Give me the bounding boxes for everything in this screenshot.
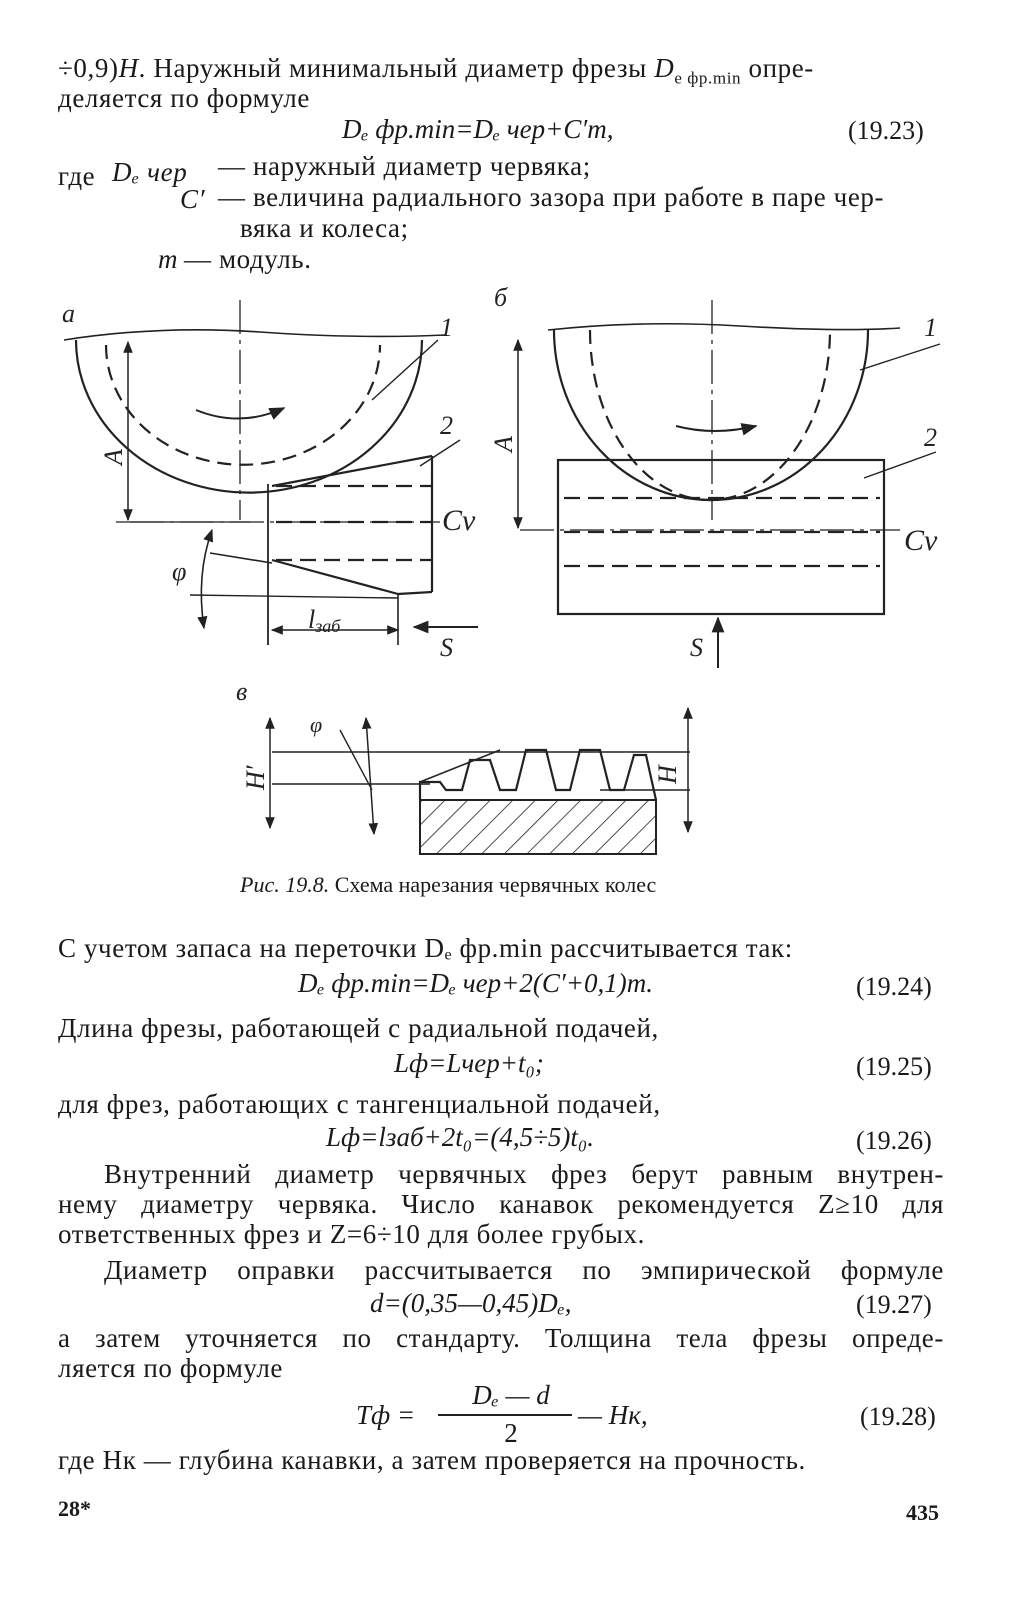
- equation-19-26: Lф=lзаб+2t₀=(4,5÷5)t₀.: [326, 1122, 595, 1152]
- label-A-b: A: [489, 436, 518, 454]
- equation-19-28-rhs: — Hк,: [578, 1400, 648, 1430]
- label-a: а: [62, 299, 75, 328]
- signature-mark: 28*: [58, 1496, 91, 1521]
- text-line: а затем уточняется по стандарту. Толщина…: [58, 1323, 944, 1353]
- label-v: в: [236, 677, 247, 706]
- caption-prefix: Рис. 19.8.: [240, 872, 330, 897]
- symbol: Dₑ чер: [112, 157, 188, 187]
- definition-text: — наружный диаметр червяка;: [218, 151, 591, 181]
- equation-number: (19.27): [856, 1290, 932, 1319]
- label-2-b: 2: [924, 423, 937, 452]
- subfigure-b: [513, 300, 941, 668]
- text-fragment: . Наружный минимальный диаметр фрезы: [138, 53, 655, 83]
- definition-text: — величина радиального зазора при работе…: [218, 182, 885, 212]
- label-Cv-a: Cv: [442, 504, 476, 537]
- label-lzab: lзаб: [308, 605, 341, 636]
- symbol: C′: [180, 184, 206, 214]
- subfigure-v: [265, 706, 693, 855]
- label-b: б: [494, 283, 508, 312]
- equation-19-27: d=(0,35—0,45)Dₑ,: [370, 1288, 572, 1318]
- subfigure-a: [63, 300, 478, 645]
- text-line: нему диаметру червяка. Число канавок рек…: [58, 1189, 944, 1219]
- text-fragment: ÷0,9): [58, 53, 119, 83]
- equation-number: (19.28): [860, 1402, 936, 1431]
- definition-text: вяка и колеса;: [240, 213, 409, 243]
- text-line: ÷0,9)H. Наружный минимальный диаметр фре…: [58, 52, 814, 94]
- text-line: где Hк — глубина канавки, а затем провер…: [58, 1445, 806, 1475]
- equation-number: (19.26): [856, 1126, 932, 1155]
- symbol: D: [654, 53, 675, 83]
- symbol: m: [158, 244, 179, 274]
- equation-19-28-lhs: Tф =: [356, 1400, 416, 1430]
- text-line: для фрез, работающих с тангенциальной по…: [58, 1089, 661, 1119]
- definition-text: — модуль.: [184, 244, 312, 274]
- equation-number: (19.23): [848, 116, 924, 145]
- equation-19-28-numerator: Dₑ — d: [472, 1380, 550, 1410]
- equation-number: (19.24): [856, 972, 932, 1001]
- label-Hprime: H′: [241, 765, 270, 791]
- caption-text: Схема нарезания червячных колес: [334, 872, 657, 897]
- equation-19-23: Dₑ фр.min=Dₑ чер+C′m,: [342, 114, 614, 144]
- where-label: где: [58, 161, 96, 191]
- label-S-b: S: [690, 633, 703, 662]
- equation-19-24: Dₑ фр.min=Dₑ чер+2(C′+0,1)m.: [298, 968, 653, 998]
- label-Cv-b: Cv: [904, 524, 938, 557]
- text-line: Внутренний диаметр червячных фрез берут …: [104, 1159, 944, 1189]
- text-line: ляется по формуле: [58, 1353, 284, 1383]
- text-line: деляется по формуле: [58, 83, 310, 113]
- label-S-a: S: [440, 633, 453, 662]
- text-line: Длина фрезы, работающей с радиальной под…: [58, 1013, 659, 1043]
- text-line: С учетом запаса на переточки Dₑ фр.min р…: [58, 933, 793, 963]
- text-line: Диаметр оправки рассчитывается по эмпири…: [104, 1255, 944, 1285]
- figure-caption: Рис. 19.8. Схема нарезания червячных кол…: [240, 872, 656, 898]
- label-phi-a: φ: [172, 557, 186, 586]
- label-A-a: A: [99, 449, 128, 467]
- subscript: e фр.min: [674, 68, 742, 88]
- equation-number: (19.25): [856, 1052, 932, 1081]
- fraction-bar: [438, 1414, 572, 1416]
- label-phi-v: φ: [310, 712, 322, 737]
- equation-19-25: Lф=Lчер+t₀;: [394, 1048, 544, 1078]
- text-line: ответственных фрез и Z=6÷10 для более гр…: [58, 1219, 645, 1249]
- page-number: 435: [906, 1500, 939, 1525]
- symbol: H: [118, 53, 139, 83]
- text-fragment: опре-: [741, 53, 814, 83]
- label-2-a: 2: [440, 411, 453, 440]
- label-1-a: 1: [440, 313, 453, 342]
- equation-19-28-denominator: 2: [504, 1418, 518, 1448]
- label-H: H: [653, 764, 682, 785]
- label-1-b: 1: [924, 313, 937, 342]
